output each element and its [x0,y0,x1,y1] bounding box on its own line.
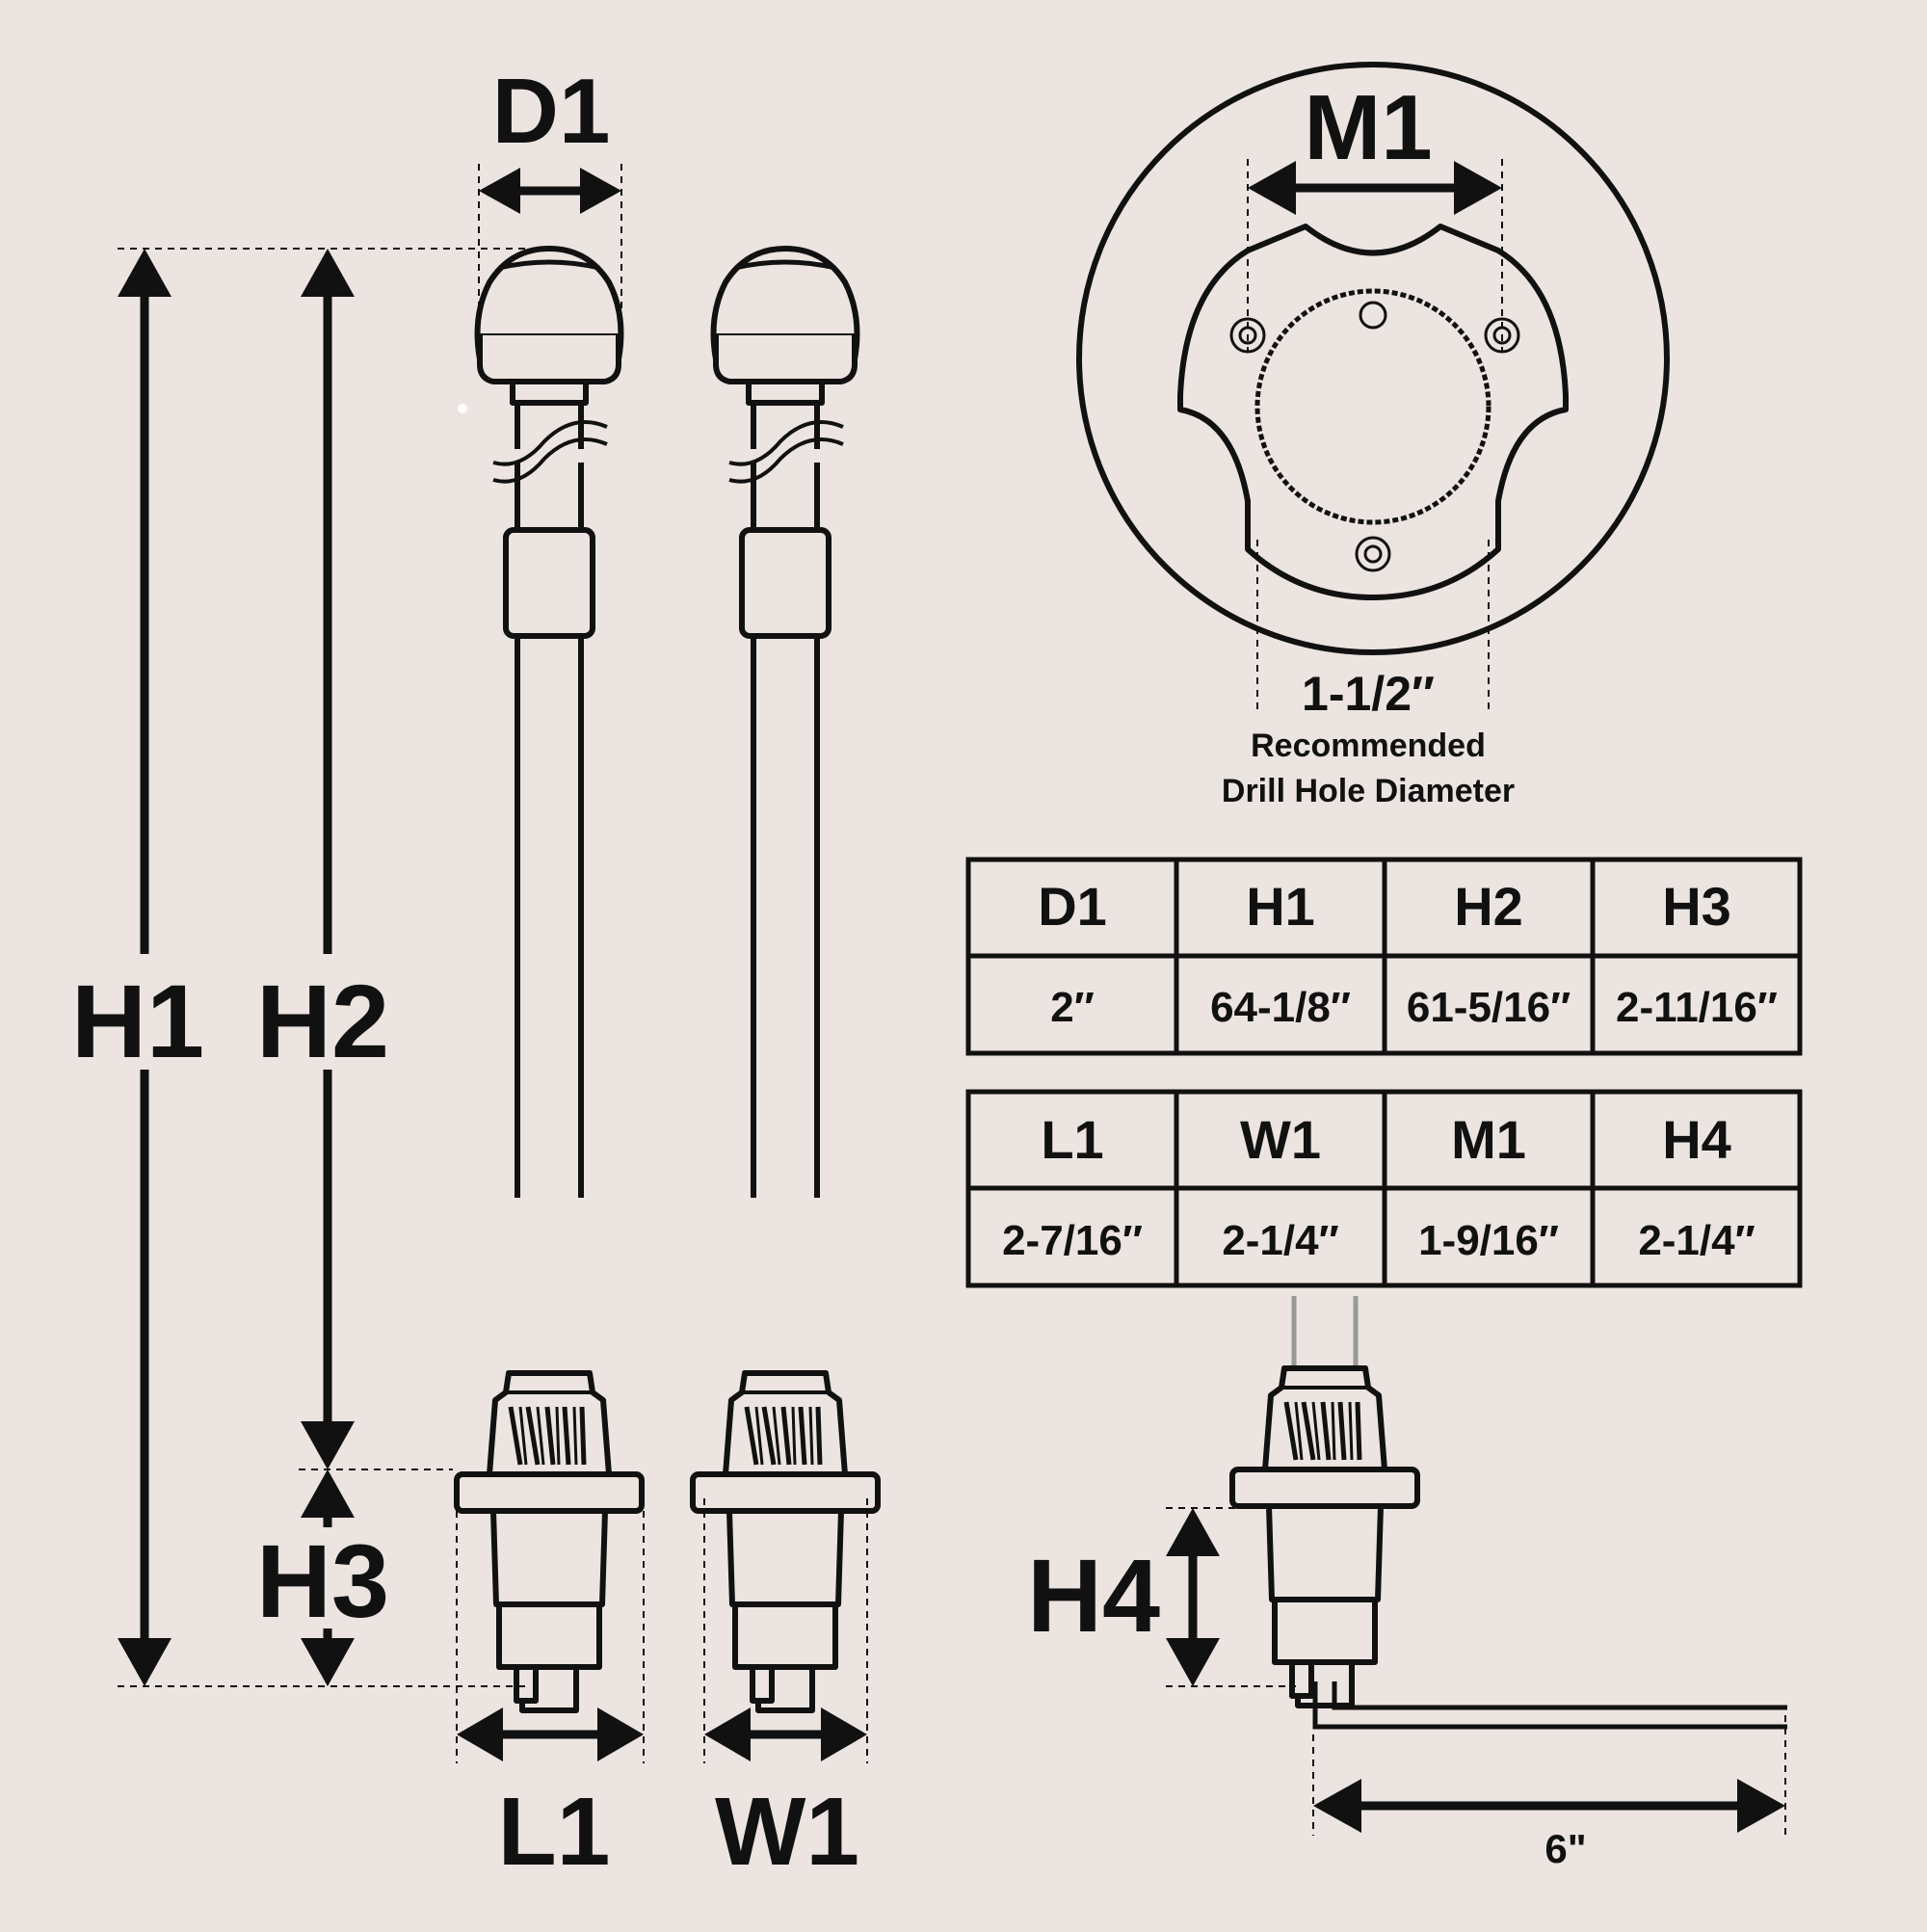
table2-cell: 2-7/16″ [1002,1217,1143,1264]
pole-assembly-right [693,249,878,1710]
l1-label: L1 [498,1778,611,1886]
h2-label: H2 [256,963,389,1079]
d1-label: D1 [492,60,611,163]
w1-label: W1 [715,1778,859,1886]
h3-label: H3 [256,1522,389,1639]
table1-cell: 64-1/8″ [1210,984,1351,1031]
table2-header: H4 [1662,1109,1731,1170]
wire-length-label: 6" [1544,1826,1586,1871]
table1-header: H1 [1246,876,1315,937]
table2-cell: 2-1/4″ [1638,1217,1755,1264]
table1-cell: 2-11/16″ [1616,984,1778,1031]
dimensions-table-2: L1 W1 M1 H4 2-7/16″ 2-1/4″ 1-9/16″ 2-1/4… [965,1089,1803,1288]
table2-header: L1 [1041,1109,1103,1170]
base-side-view [1232,1296,1787,1730]
drill-caption-line1: Recommended [1251,728,1486,764]
h4-label: H4 [1027,1537,1160,1654]
table1-header: H3 [1662,876,1731,937]
table2-cell: 1-9/16″ [1418,1217,1559,1264]
h1-label: H1 [71,963,204,1079]
table2-header: M1 [1451,1109,1526,1170]
m1-label: M1 [1304,76,1432,179]
drill-caption-line2: Drill Hole Diameter [1222,773,1515,809]
table1-header: D1 [1038,876,1107,937]
dimensions-table-1: D1 H1 H2 H3 2″ 64-1/8″ 61-5/16″ 2-11/16″ [965,857,1803,1056]
table1-cell: 2″ [1050,984,1095,1031]
table2-header: W1 [1240,1109,1321,1170]
pole-assembly-left [457,249,642,1710]
table1-header: H2 [1454,876,1523,937]
table1-cell: 61-5/16″ [1407,984,1571,1031]
drill-size-label: 1-1/2″ [1302,667,1435,721]
table2-cell: 2-1/4″ [1222,1217,1338,1264]
